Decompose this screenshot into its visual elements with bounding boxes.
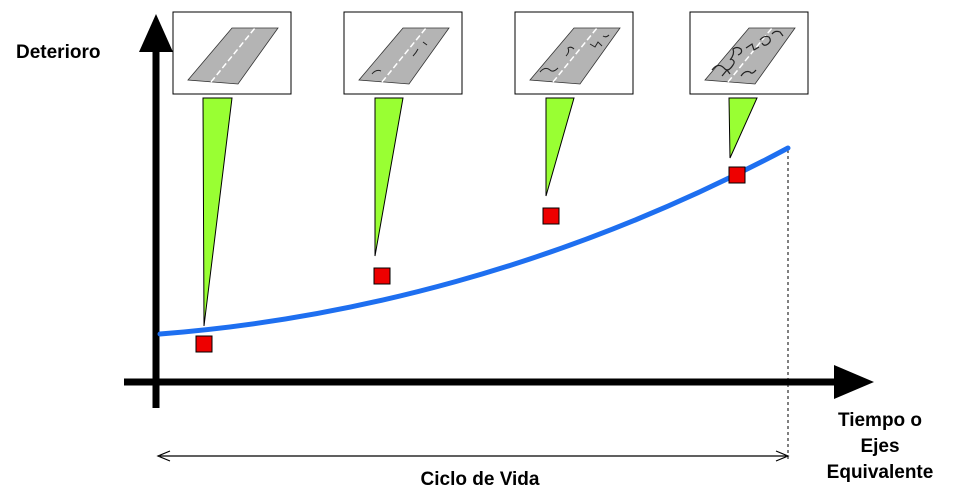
road-image-3 <box>514 11 634 95</box>
callout-pointer-2 <box>374 97 404 257</box>
x-axis-label-line-2: Ejes <box>860 436 900 457</box>
life-cycle-arrow-left-head <box>156 450 171 462</box>
callout-pointer-3 <box>545 97 575 197</box>
life-cycle-arrow-right-head <box>775 450 790 462</box>
road-image-1 <box>172 11 292 95</box>
y-axis-arrowhead <box>139 14 173 52</box>
x-axis-label: Tiempo o Ejes Equivalente <box>800 408 960 486</box>
road-image-4 <box>689 11 809 95</box>
marker-1 <box>195 335 213 353</box>
x-axis-label-line-1: Tiempo o <box>837 410 923 431</box>
life-cycle-label: Ciclo de Vida <box>420 469 540 490</box>
marker-3 <box>542 207 560 225</box>
marker-4 <box>728 166 746 184</box>
callout-pointer-1 <box>202 97 233 327</box>
marker-2 <box>373 267 391 285</box>
callout-pointer-4 <box>728 97 758 159</box>
road-image-2 <box>343 11 463 95</box>
x-axis-arrowhead <box>834 365 874 399</box>
y-axis-label: Deterioro <box>16 42 101 63</box>
x-axis-label-line-3: Equivalente <box>826 462 934 483</box>
deterioration-curve <box>157 145 791 337</box>
